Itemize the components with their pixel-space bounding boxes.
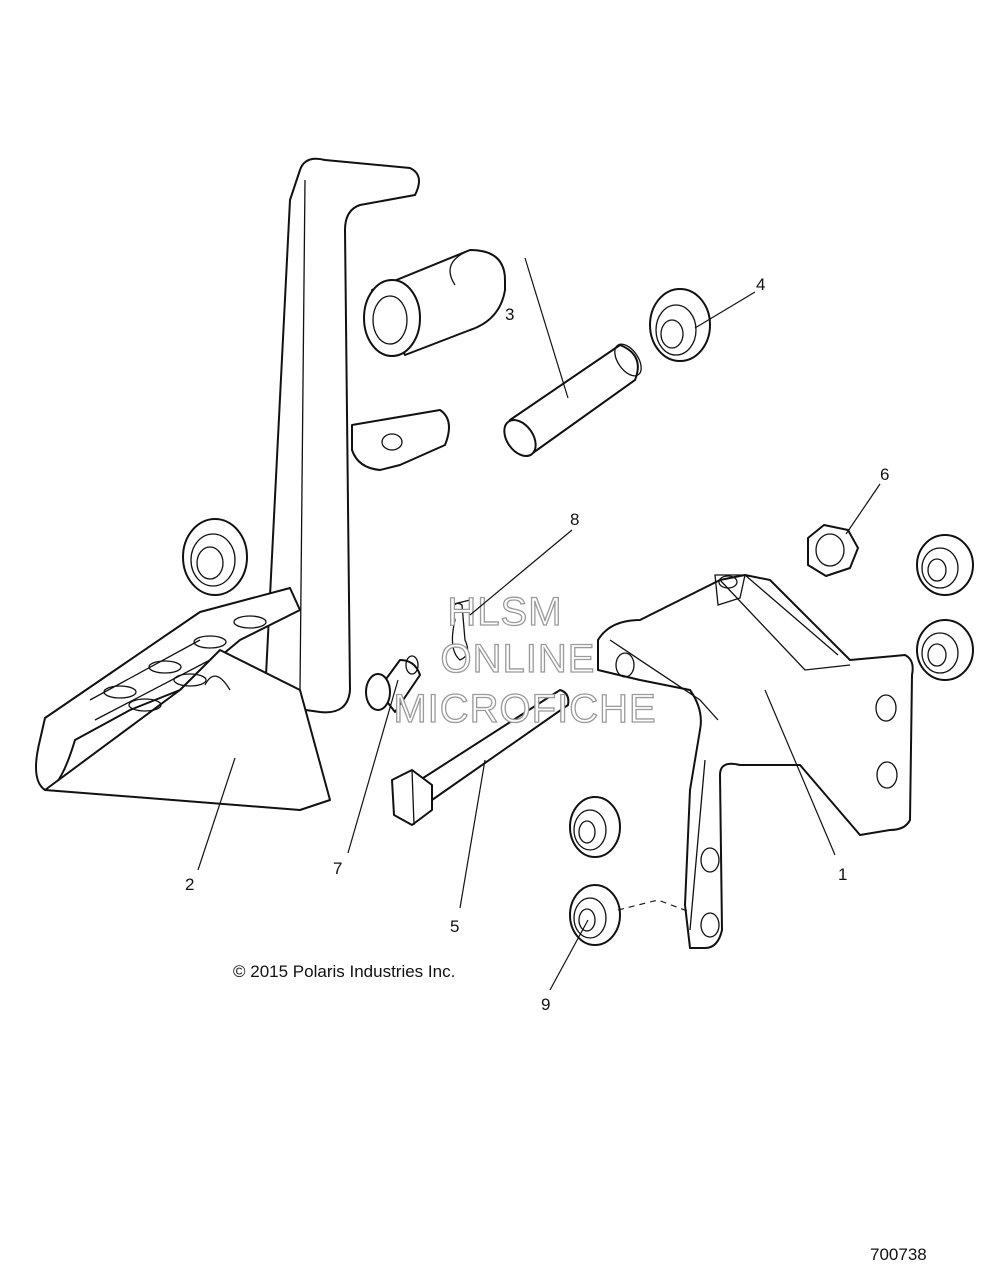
callout-4: 4	[756, 275, 765, 294]
brake-pedal-part	[35, 157, 506, 811]
flange-nut-middle-part	[916, 619, 974, 681]
flanged-bushing-part	[649, 288, 711, 362]
callout-2: 2	[185, 875, 194, 894]
alignment-dashed-line	[617, 899, 691, 913]
flange-nut-upper-part	[916, 534, 974, 596]
callout-7: 7	[333, 859, 342, 878]
callout-5: 5	[450, 917, 459, 936]
clevis-pin-part	[365, 655, 421, 713]
flange-nut-lower-part	[569, 796, 621, 858]
cotter-pin-part	[449, 599, 471, 661]
pedal-bracket-part	[597, 574, 914, 949]
svg-text:HLSM: HLSM	[447, 590, 562, 634]
pedal-bushing-part	[182, 518, 248, 596]
callout-6: 6	[880, 465, 889, 484]
svg-text:MICROFICHE: MICROFICHE	[393, 687, 656, 731]
diagram-number: 700738	[870, 1245, 927, 1264]
copyright-notice: © 2015 Polaris Industries Inc.	[233, 962, 456, 981]
callout-8: 8	[570, 510, 579, 529]
callout-1: 1	[838, 865, 847, 884]
leader-lines	[197, 257, 881, 991]
flange-nut-bottom-part	[569, 884, 621, 946]
watermark: HLSM ONLINE MICROFICHE	[393, 589, 657, 731]
callout-3: 3	[505, 305, 514, 324]
callout-labels: 1 2 3 4 5 6 7 8 9	[185, 275, 889, 1014]
lock-nut-part	[807, 524, 859, 577]
callout-9: 9	[541, 995, 550, 1014]
pivot-sleeve-part	[503, 343, 642, 458]
mounting-bolt-part	[391, 689, 570, 826]
svg-text:ONLINE: ONLINE	[441, 637, 596, 681]
